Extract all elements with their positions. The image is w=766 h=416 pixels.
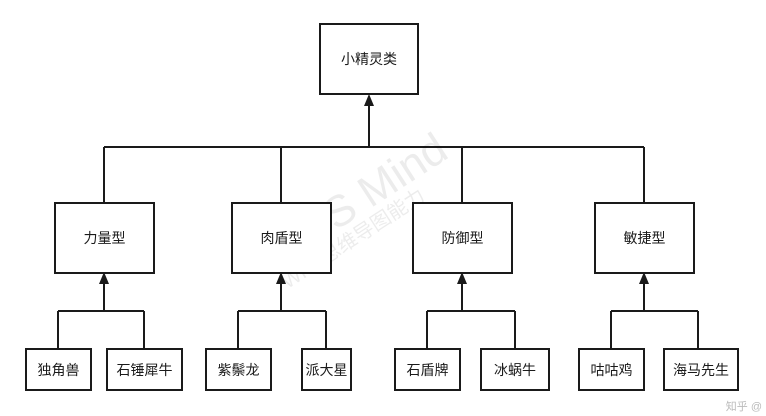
- arrowhead-icon: [276, 272, 286, 284]
- category-node-strength[interactable]: 力量型: [54, 202, 155, 274]
- leaf-node[interactable]: 海马先生: [663, 348, 739, 391]
- leaf-node[interactable]: 派大星: [301, 348, 352, 391]
- leaf-node[interactable]: 石盾牌: [394, 348, 461, 391]
- leaf-node[interactable]: 紫鬃龙: [205, 348, 272, 391]
- leaf-node[interactable]: 冰蜗牛: [480, 348, 550, 391]
- category-node-agility[interactable]: 敏捷型: [594, 202, 695, 274]
- corner-watermark: 知乎 @: [725, 401, 762, 413]
- leaf-node[interactable]: 石锤犀牛: [106, 348, 183, 391]
- category-node-tank[interactable]: 肉盾型: [231, 202, 332, 274]
- arrowhead-icon: [364, 94, 374, 106]
- arrowhead-icon: [457, 272, 467, 284]
- arrowhead-icon: [99, 272, 109, 284]
- leaf-node[interactable]: 独角兽: [25, 348, 92, 391]
- arrowhead-icon: [639, 272, 649, 284]
- root-node[interactable]: 小精灵类: [319, 23, 419, 95]
- category-node-defense[interactable]: 防御型: [412, 202, 513, 274]
- leaf-node[interactable]: 咕咕鸡: [578, 348, 645, 391]
